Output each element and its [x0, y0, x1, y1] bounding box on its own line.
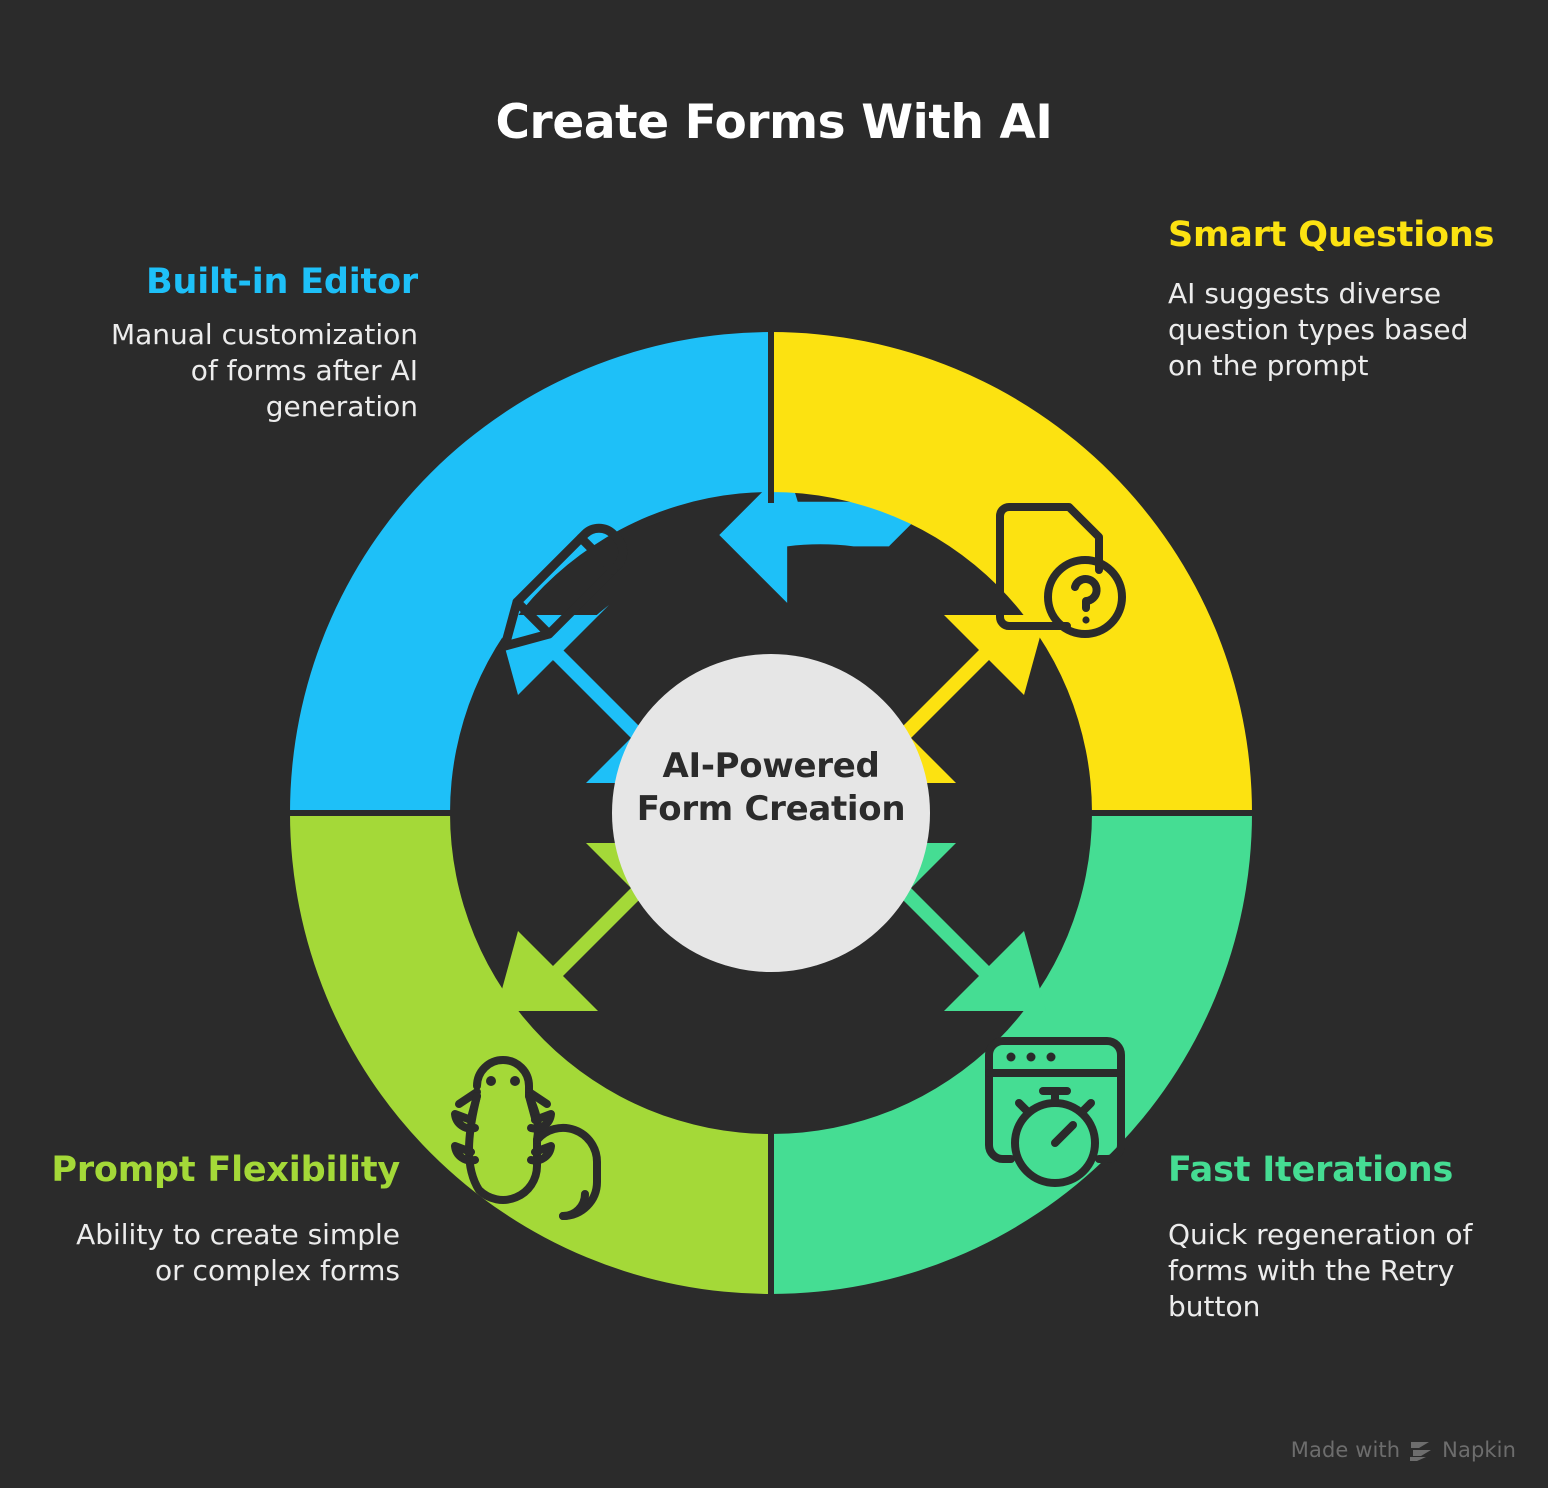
page-title: Create Forms With AI [495, 95, 1053, 150]
quadrant-heading-built-in-editor: Built-in Editor [146, 262, 418, 302]
arrow-built-in-editor [552, 605, 609, 662]
cycle-wheel [271, 313, 1271, 1313]
pencil-icon [500, 523, 628, 651]
quadrant-description-prompt-flexibility: Ability to create simple or complex form… [76, 1217, 400, 1288]
center-hub[interactable] [612, 654, 930, 972]
quadrant-built-in-editor[interactable]: Built-in Editor Manual customization of … [48, 262, 418, 425]
napkin-logo-icon [1410, 1442, 1432, 1461]
quadrant-smart-questions[interactable]: Smart Questions AI suggests diverse ques… [1168, 215, 1498, 384]
browser-stopwatch-icon [985, 1037, 1125, 1187]
quadrant-description-fast-iterations: Quick regeneration of forms with the Ret… [1168, 1217, 1473, 1324]
quadrant-description-smart-questions: AI suggests diverse question types based… [1168, 276, 1469, 383]
segment-prompt-flexibility[interactable] [290, 813, 771, 1294]
watermark-brand: Napkin [1442, 1438, 1516, 1462]
quadrant-description-built-in-editor: Manual customization of forms after AI g… [110, 317, 418, 424]
quadrant-heading-fast-iterations: Fast Iterations [1168, 1150, 1454, 1190]
chameleon-icon [451, 1056, 602, 1220]
document-question-icon [996, 503, 1126, 638]
quadrant-heading-prompt-flexibility: Prompt Flexibility [51, 1150, 400, 1190]
watermark-prefix: Made with [1290, 1438, 1401, 1462]
segment-smart-questions[interactable] [771, 332, 1252, 813]
quadrant-prompt-flexibility[interactable]: Prompt Flexibility Ability to create sim… [40, 1150, 400, 1289]
quadrant-fast-iterations[interactable]: Fast Iterations Quick regeneration of fo… [1168, 1150, 1508, 1325]
quadrant-heading-smart-questions: Smart Questions [1168, 215, 1495, 255]
napkin-watermark[interactable]: Made with Napkin [1291, 1438, 1516, 1462]
